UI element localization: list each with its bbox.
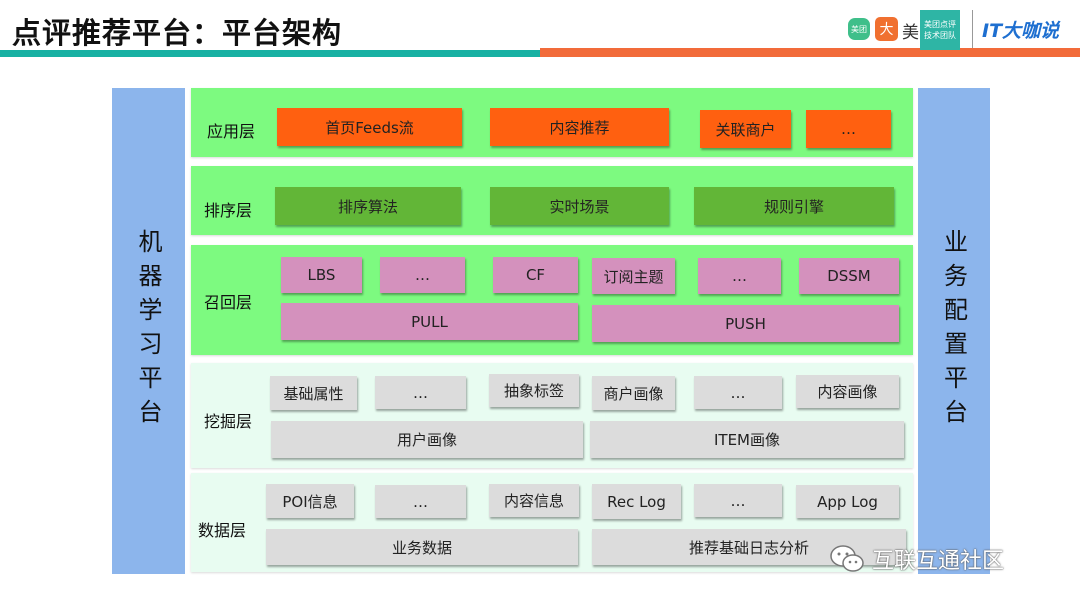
brand-top-text: 美团点评: [924, 20, 956, 29]
component-box: …: [694, 484, 782, 517]
component-box: 内容画像: [796, 375, 899, 408]
it-talk-logo: IT大咖说: [982, 20, 1060, 42]
left-sidebar-label: 机器学习平台: [134, 229, 162, 433]
layer-label: 召回层: [204, 293, 253, 312]
component-box: 抽象标签: [489, 374, 579, 407]
component-box: Rec Log: [592, 484, 681, 519]
title-underline-orange: [540, 48, 1080, 57]
brand-bottom-text: 技术团队: [924, 31, 956, 40]
component-box: PULL: [281, 303, 578, 340]
meituan-dianping-tech-logo: 美团点评 技术团队: [920, 10, 960, 50]
component-box: LBS: [281, 257, 362, 293]
component-box: 关联商户: [700, 110, 791, 148]
component-box: 用户画像: [271, 421, 583, 458]
component-box: …: [698, 258, 781, 294]
page-title: 点评推荐平台：平台架构: [12, 16, 343, 50]
component-box: App Log: [796, 485, 899, 518]
watermark-text: 互联互通社区: [872, 549, 1005, 574]
component-box: 内容推荐: [490, 108, 669, 146]
component-box: …: [380, 257, 465, 293]
mei-logo-text: 美: [902, 23, 919, 43]
left-sidebar-ml-platform: 机器学习平台: [112, 88, 185, 574]
component-box: …: [694, 376, 782, 409]
wechat-icon: [830, 545, 864, 572]
component-box: PUSH: [592, 305, 899, 342]
right-sidebar-config-platform: 业务配置平台: [918, 88, 990, 574]
component-box: 订阅主题: [592, 258, 675, 294]
component-box: ITEM画像: [590, 421, 904, 458]
component-box: 商户画像: [592, 376, 675, 410]
component-box: …: [806, 110, 891, 148]
component-box: 实时场景: [490, 187, 669, 225]
component-box: 业务数据: [266, 529, 578, 565]
component-box: 基础属性: [270, 376, 357, 410]
meituan-logo: 美团: [848, 18, 870, 40]
dianping-logo: 大: [875, 17, 898, 41]
layer-label: 排序层: [204, 201, 253, 220]
component-box: 首页Feeds流: [277, 108, 462, 146]
component-box: POI信息: [266, 484, 354, 518]
component-box: 排序算法: [275, 187, 461, 225]
component-box: 规则引擎: [694, 187, 894, 225]
component-box: DSSM: [799, 258, 899, 294]
logo-divider: [972, 10, 973, 48]
title-underline-teal: [0, 50, 540, 57]
component-box: …: [375, 485, 466, 518]
watermark: 互联互通社区: [830, 543, 1004, 575]
layer-label: 应用层: [207, 122, 256, 141]
component-box: 内容信息: [489, 484, 579, 517]
component-box: CF: [493, 257, 578, 293]
right-sidebar-label: 业务配置平台: [939, 229, 968, 433]
layer-label: 数据层: [198, 521, 247, 540]
layer-label: 挖掘层: [204, 412, 253, 431]
component-box: …: [375, 376, 466, 409]
